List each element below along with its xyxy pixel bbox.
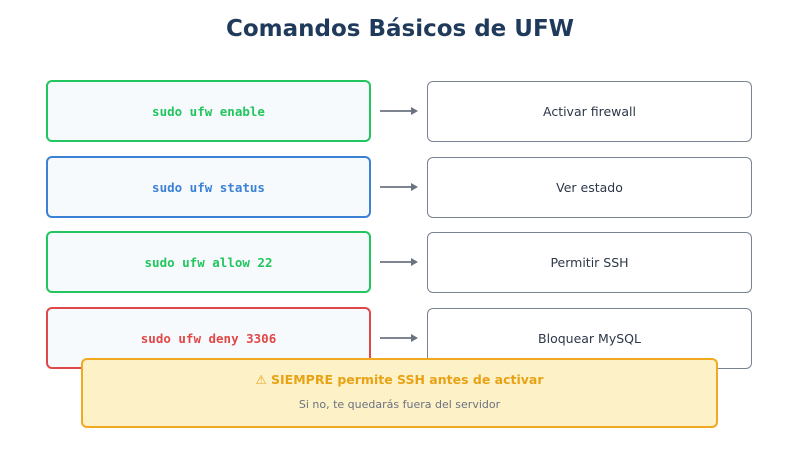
command-row-status: sudo ufw status Ver estado <box>0 156 800 220</box>
command-row-enable: sudo ufw enable Activar firewall <box>0 80 800 144</box>
description-box-enable: Activar firewall <box>427 81 752 142</box>
command-text: sudo ufw allow 22 <box>144 254 273 270</box>
arrow-right-icon <box>380 258 418 266</box>
description-box-status: Ver estado <box>427 157 752 218</box>
arrow-right-icon <box>380 183 418 191</box>
warning-callout: ⚠ SIEMPRE permite SSH antes de activar S… <box>81 358 718 428</box>
command-text: sudo ufw deny 3306 <box>140 330 277 346</box>
command-box-allow: sudo ufw allow 22 <box>46 231 371 293</box>
arrow-right-icon <box>380 334 418 342</box>
command-text: sudo ufw enable <box>152 103 265 119</box>
command-row-allow: sudo ufw allow 22 Permitir SSH <box>0 231 800 295</box>
page-title: Comandos Básicos de UFW <box>225 16 575 42</box>
command-box-enable: sudo ufw enable <box>46 80 371 142</box>
arrow-right-icon <box>380 107 418 115</box>
description-text: Ver estado <box>556 180 623 195</box>
warning-subtitle: Si no, te quedarás fuera del servidor <box>298 398 501 411</box>
description-text: Permitir SSH <box>550 255 629 270</box>
command-box-status: sudo ufw status <box>46 156 371 218</box>
description-text: Bloquear MySQL <box>538 331 641 346</box>
warning-title: ⚠ SIEMPRE permite SSH antes de activar <box>255 372 544 387</box>
command-text: sudo ufw status <box>152 179 265 195</box>
description-box-allow: Permitir SSH <box>427 232 752 293</box>
description-text: Activar firewall <box>542 104 636 119</box>
